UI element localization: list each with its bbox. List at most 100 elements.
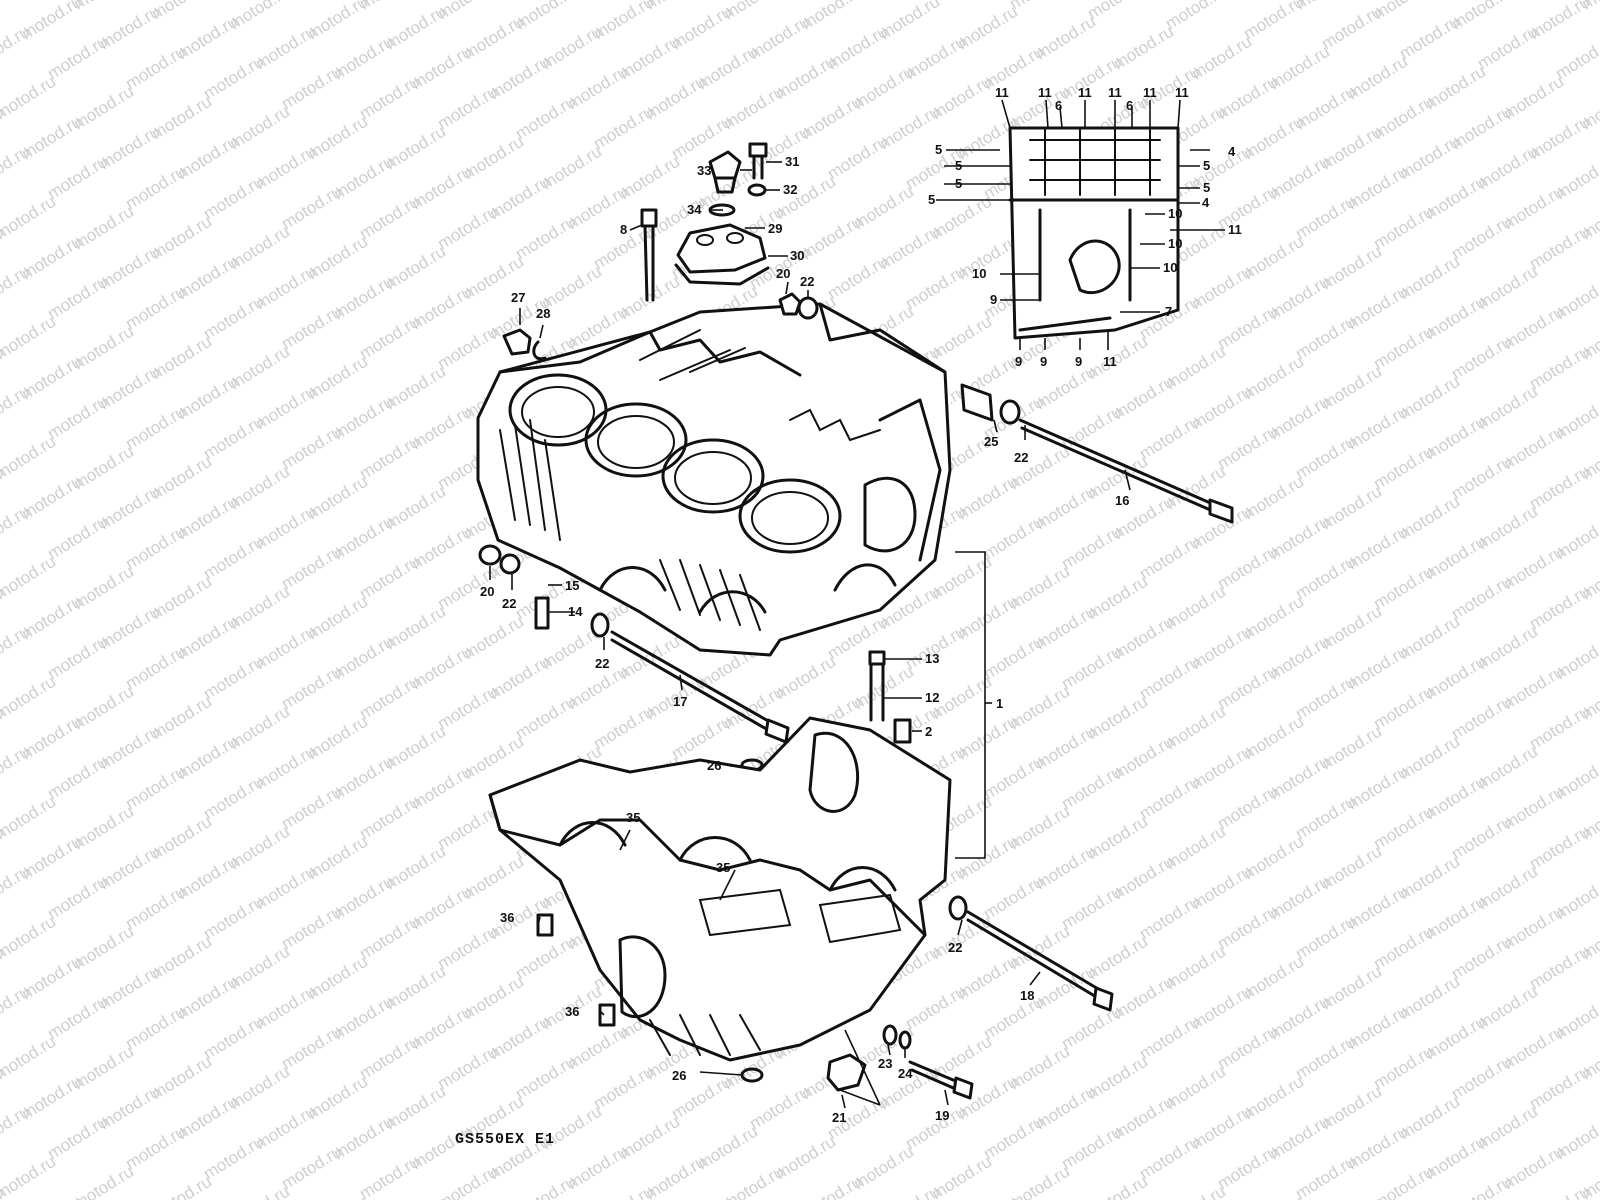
watermark-text: motod.ru (1370, 1162, 1437, 1200)
watermark-text: motod.ru (1136, 892, 1203, 944)
watermark-text: motod.ru (668, 1192, 735, 1200)
callout-25: 25 (984, 434, 998, 449)
group-bracket (955, 551, 986, 859)
watermark-text: motod.ru (1526, 1182, 1593, 1200)
watermark-text: motod.ru (1084, 1172, 1151, 1200)
callout-13: 13 (925, 651, 939, 666)
watermark-text: motod.ru (1526, 702, 1593, 754)
long-bolts (590, 383, 1234, 1100)
watermark-text: motod.ru (1370, 922, 1437, 974)
watermark-text: motod.ru (122, 762, 189, 814)
watermark-text: motod.ru (1214, 782, 1281, 834)
callout-6: 6 (1055, 98, 1062, 113)
watermark-text: motod.ru (434, 82, 501, 134)
watermark-text: motod.ru (304, 1192, 371, 1200)
callout-36: 36 (565, 1004, 579, 1019)
watermark-text: motod.ru (824, 252, 891, 304)
callout-29: 29 (768, 221, 782, 236)
watermark-text: motod.ru (1058, 1122, 1125, 1174)
watermark-text: motod.ru (1136, 1132, 1203, 1184)
watermark-text: motod.ru (356, 72, 423, 124)
watermark-text: motod.ru (200, 652, 267, 704)
callout-9: 9 (1075, 354, 1082, 369)
watermark-text: motod.ru (434, 682, 501, 734)
callout-5: 5 (955, 176, 962, 191)
watermark-text: motod.ru (1370, 202, 1437, 254)
callout-11: 11 (1078, 85, 1092, 100)
callout-32: 32 (783, 182, 797, 197)
diagram-caption: GS550EX E1 (455, 1131, 556, 1148)
callout-11: 11 (1108, 85, 1122, 100)
callout-28: 28 (536, 306, 550, 321)
watermark-text: motod.ru (590, 702, 657, 754)
watermark-text: motod.ru (356, 792, 423, 844)
dowels-and-pins (478, 544, 912, 1092)
callout-2: 2 (925, 724, 932, 739)
callout-35: 35 (626, 810, 640, 825)
lower-crankcase (488, 716, 952, 1062)
watermark-text: motod.ru (200, 1132, 267, 1184)
callout-4: 4 (1228, 144, 1236, 159)
watermark-text: motod.ru (0, 1152, 59, 1200)
callout-5: 5 (935, 142, 942, 157)
watermark-text: motod.ru (44, 512, 111, 564)
watermark-text: motod.ru (824, 132, 891, 184)
watermark-text: motod.ru (980, 992, 1047, 1044)
watermark-text: motod.ru (1214, 1022, 1281, 1074)
watermark-text: motod.ru (148, 1172, 215, 1200)
watermark-text: motod.ru (356, 1152, 423, 1200)
watermark-text: motod.ru (1448, 1172, 1515, 1200)
watermark-text: motod.ru (122, 522, 189, 574)
watermark-text: motod.ru (200, 172, 267, 224)
callout-20: 20 (776, 266, 790, 281)
watermark-text: motod.ru (1214, 182, 1281, 234)
watermark-text: motod.ru (1526, 1062, 1593, 1114)
watermark-text: motod.ru (1136, 532, 1203, 584)
watermark-text: motod.ru (1006, 1162, 1073, 1200)
watermark-text: motod.ru (278, 1022, 345, 1074)
watermark-text: motod.ru (980, 512, 1047, 564)
watermark-text: motod.ru (122, 42, 189, 94)
watermark-text: motod.ru (70, 1162, 137, 1200)
callout-23: 23 (878, 1056, 892, 1071)
callout-26: 26 (672, 1068, 686, 1083)
upper-crankcase (476, 302, 952, 657)
callout-10: 10 (1163, 260, 1177, 275)
watermark-text: motod.ru (590, 102, 657, 154)
callout-11: 11 (1228, 222, 1242, 237)
watermark-text: motod.ru (200, 892, 267, 944)
callout-21: 21 (832, 1110, 846, 1125)
watermark-text: motod.ru (1526, 342, 1593, 394)
watermark-text: motod.ru (434, 1042, 501, 1094)
watermark-text: motod.ru (1136, 772, 1203, 824)
watermark-text: motod.ru (1136, 412, 1203, 464)
watermark-text: motod.ru (278, 782, 345, 834)
watermark-text: motod.ru (1292, 552, 1359, 604)
watermark-text: motod.ru (0, 0, 7, 33)
callout-11: 11 (1143, 85, 1157, 100)
watermark-text: motod.ru (1370, 442, 1437, 494)
watermark-text: motod.ru (512, 1172, 579, 1200)
watermark-text: motod.ru (278, 1142, 345, 1194)
callout-5: 5 (1203, 180, 1210, 195)
watermark-text: motod.ru (226, 1182, 293, 1200)
callout-10: 10 (1168, 236, 1182, 251)
watermark-text: motod.ru (278, 542, 345, 594)
watermark-text: motod.ru (1058, 1002, 1125, 1054)
callout-10: 10 (972, 266, 986, 281)
watermark-text: motod.ru (1292, 912, 1359, 964)
callout-19: 19 (935, 1108, 949, 1123)
watermark-text: motod.ru (44, 632, 111, 684)
watermark-text: motod.ru (0, 1032, 59, 1084)
watermark-text: motod.ru (1214, 1142, 1281, 1194)
watermark-text: motod.ru (1162, 0, 1229, 33)
watermark-text: motod.ru (278, 422, 345, 474)
watermark-text: motod.ru (512, 1052, 579, 1104)
watermark-text: motod.ru (278, 62, 345, 114)
watermark-text: motod.ru (512, 92, 579, 144)
watermark-text: motod.ru (44, 992, 111, 1044)
watermark-text: motod.ru (44, 152, 111, 204)
callout-33: 33 (697, 163, 711, 178)
watermark-text: motod.ru (980, 632, 1047, 684)
watermark-text: motod.ru (278, 662, 345, 714)
